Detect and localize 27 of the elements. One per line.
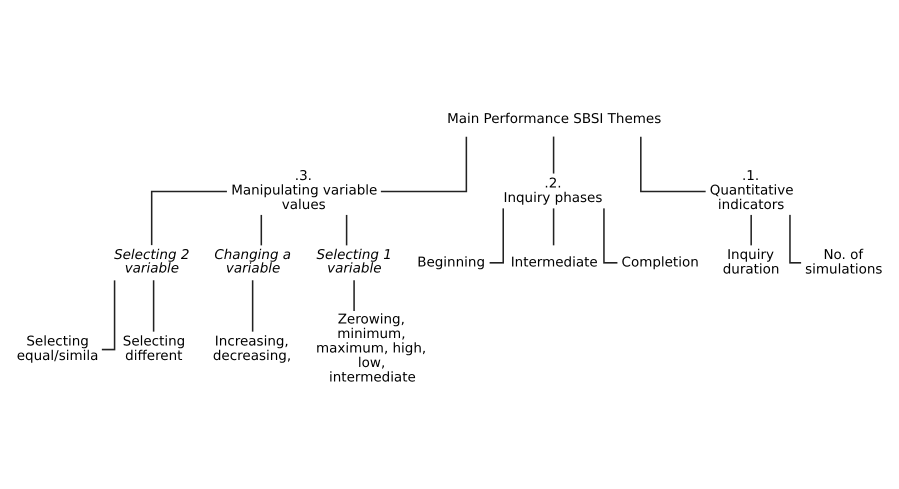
connector — [346, 214, 348, 246]
node-text: Zerowing, minimum, maximum, high, low, intermediate — [316, 312, 426, 386]
node-text: Beginning — [417, 254, 486, 270]
node-text: No. of simulations — [805, 247, 882, 278]
connector — [640, 136, 706, 192]
node-text: .3. Manipulating variable values — [231, 168, 378, 214]
connector — [152, 280, 154, 332]
node-text: Completion — [622, 254, 699, 270]
connector — [750, 214, 752, 246]
node-text: Selecting equal/simila — [16, 333, 98, 364]
node-text: Changing a variable — [214, 247, 292, 277]
node-text: Main Performance SBSI Themes — [447, 110, 662, 127]
connector — [260, 214, 262, 246]
node-text: Inquiry duration — [722, 247, 780, 278]
node-text: Selecting 2 variable — [114, 247, 190, 277]
node-text: Selecting different — [122, 333, 186, 364]
connector — [552, 136, 554, 174]
node-text: .2. Inquiry phases — [503, 175, 602, 206]
node-text: Selecting 1 variable — [316, 247, 392, 277]
connector — [353, 280, 355, 311]
connector — [150, 190, 227, 246]
node-text: .1. Quantitative indicators — [710, 168, 794, 214]
connector — [552, 208, 554, 246]
connector — [252, 280, 254, 332]
connector — [380, 136, 468, 192]
node-text: Increasing, decreasing, — [212, 333, 292, 364]
node-text: Intermediate — [510, 254, 598, 270]
